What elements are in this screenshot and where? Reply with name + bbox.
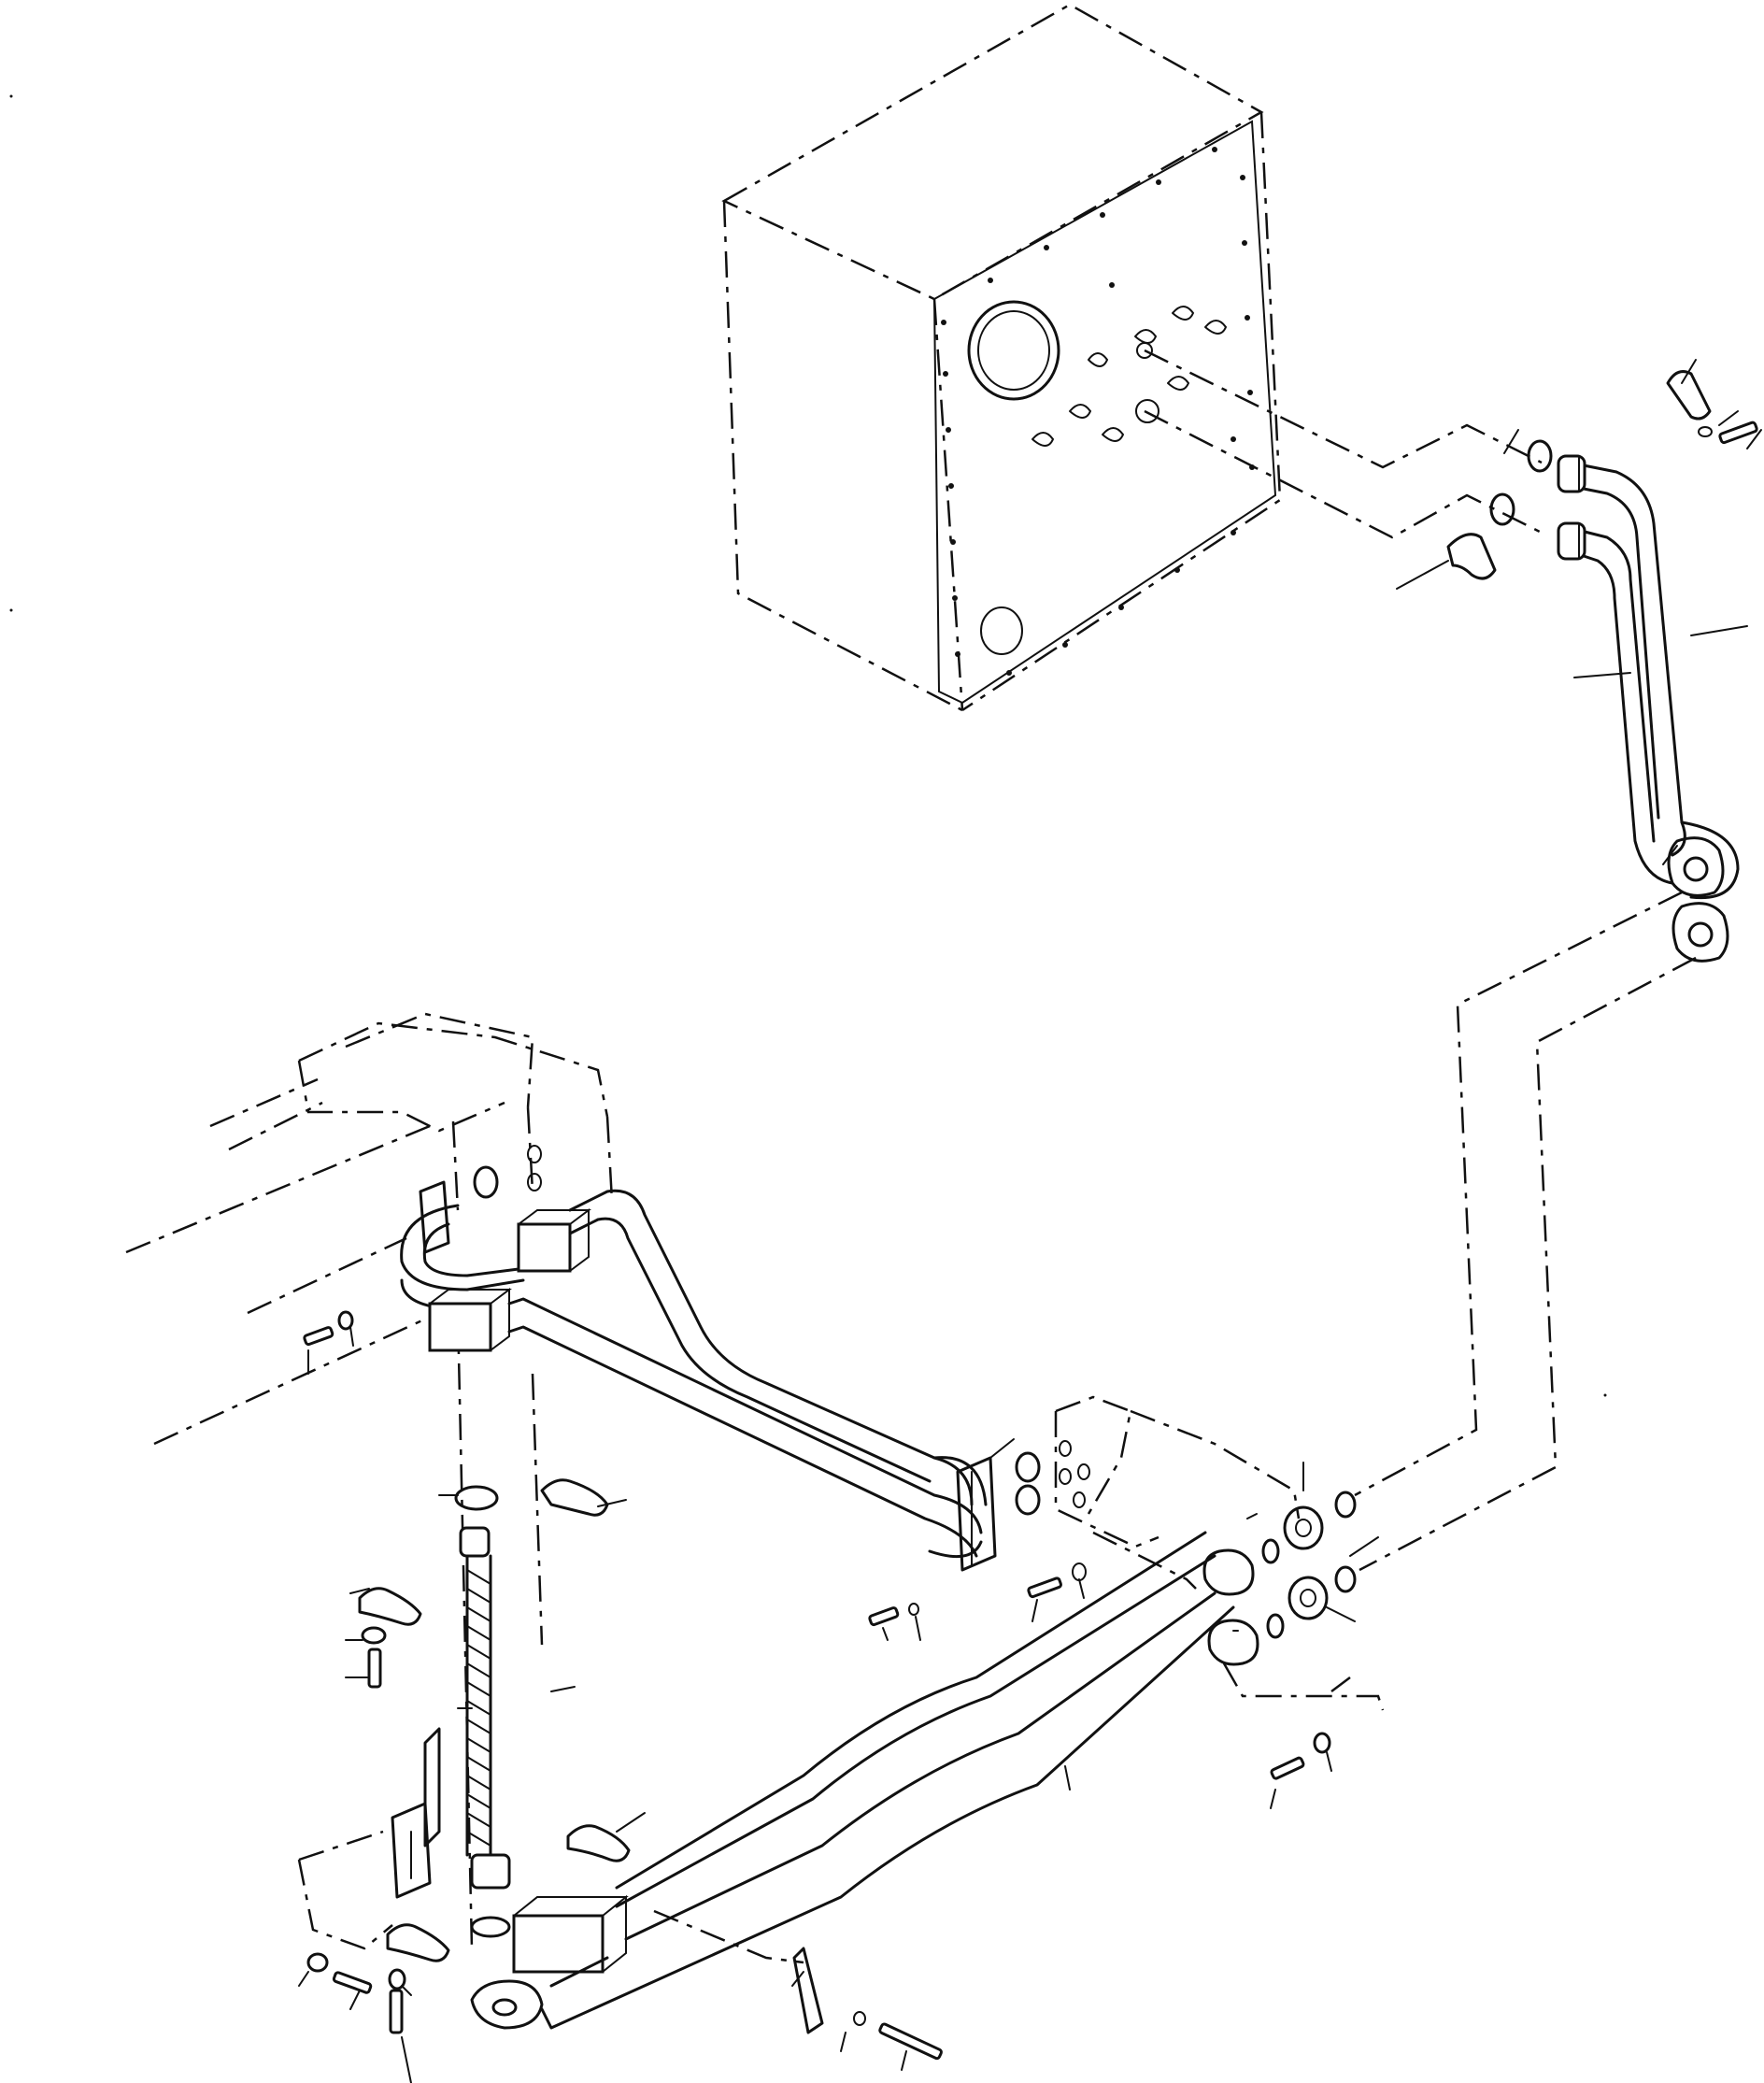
lower-flange-upper (1202, 1548, 1255, 1596)
connector-block-assembly (125, 1012, 614, 1949)
speck (9, 94, 13, 98)
oil-tube-lower-pair (470, 1531, 1259, 2030)
lower-center-lines (1354, 891, 1697, 1572)
connector-block-upper (517, 1222, 572, 1273)
lower-right-fittings (1222, 1462, 1385, 1809)
case-bolt-holes (941, 147, 1255, 676)
upper-clamp-half (1446, 533, 1497, 580)
middle-tube-flange (956, 1456, 997, 1572)
middle-o-rings (989, 1438, 1041, 1516)
speck (9, 608, 13, 612)
hose-o-ring-bottom (470, 1916, 511, 1938)
case-port-cluster (1031, 306, 1228, 447)
oil-tube-middle-pair (507, 1189, 997, 1572)
upper-flanges (1667, 836, 1729, 963)
u-bend-tube (400, 1204, 525, 1291)
mounting-brackets (297, 1727, 943, 2071)
transmission-case (721, 3, 1282, 712)
left-clamps-and-bolts (298, 1478, 646, 2083)
oil-tube-upper-pair (1557, 454, 1740, 900)
lower-connector-block (512, 1914, 605, 1974)
upper-center-lines (1144, 349, 1543, 539)
case-bottom-port (980, 606, 1023, 655)
flexible-hose (438, 1485, 576, 1938)
upper-clamp-bolt (1666, 370, 1758, 445)
bolts-middle (868, 1562, 1087, 1641)
lower-right-bracket (1054, 1395, 1301, 1590)
lower-flange-lower (1207, 1619, 1259, 1666)
upper-o-rings (1489, 429, 1553, 526)
leader-lines-upper (1573, 359, 1762, 865)
hose-o-ring-top (454, 1485, 499, 1511)
case-large-port (967, 300, 1060, 401)
speck (1603, 1393, 1607, 1397)
connector-block-lower (428, 1302, 492, 1352)
bolts-left-block (303, 1310, 354, 1375)
